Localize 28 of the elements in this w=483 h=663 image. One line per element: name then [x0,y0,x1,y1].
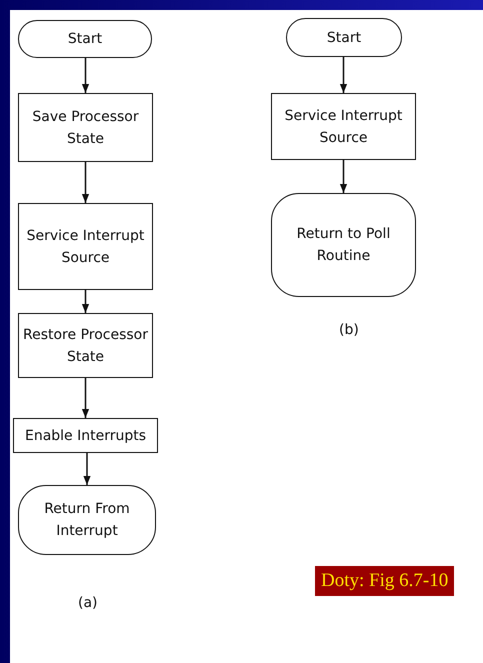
node-text: Restore Processor State [22,326,150,366]
node-text: Return to Poll Routine [296,225,392,266]
process-box [18,313,153,378]
arrow [340,160,348,193]
figure-caption: (b) [339,322,359,338]
citation-note: Doty: Fig 6.7-10 [315,566,454,596]
terminator [271,193,416,297]
node-text: Return From Interrupt [43,500,131,541]
arrow [82,162,90,203]
process-box [13,418,158,453]
process-box [18,93,153,162]
figure-caption: (a) [78,595,98,611]
node-text: Enable Interrupts [24,426,148,446]
terminator [18,20,152,58]
arrow [82,378,90,418]
node-text: Start [326,28,362,48]
node-text: Start [66,30,104,49]
arrow [340,57,348,93]
node-text: Save Processor State [31,108,140,148]
process-box [271,93,416,160]
arrow [83,453,91,485]
arrow [82,290,90,313]
terminator [286,18,402,57]
arrow [82,58,90,93]
process-box [18,203,153,290]
terminator [18,485,156,555]
node-text: Service Interrupt Source [284,106,404,148]
node-text: Service Interrupt Source [26,226,146,268]
